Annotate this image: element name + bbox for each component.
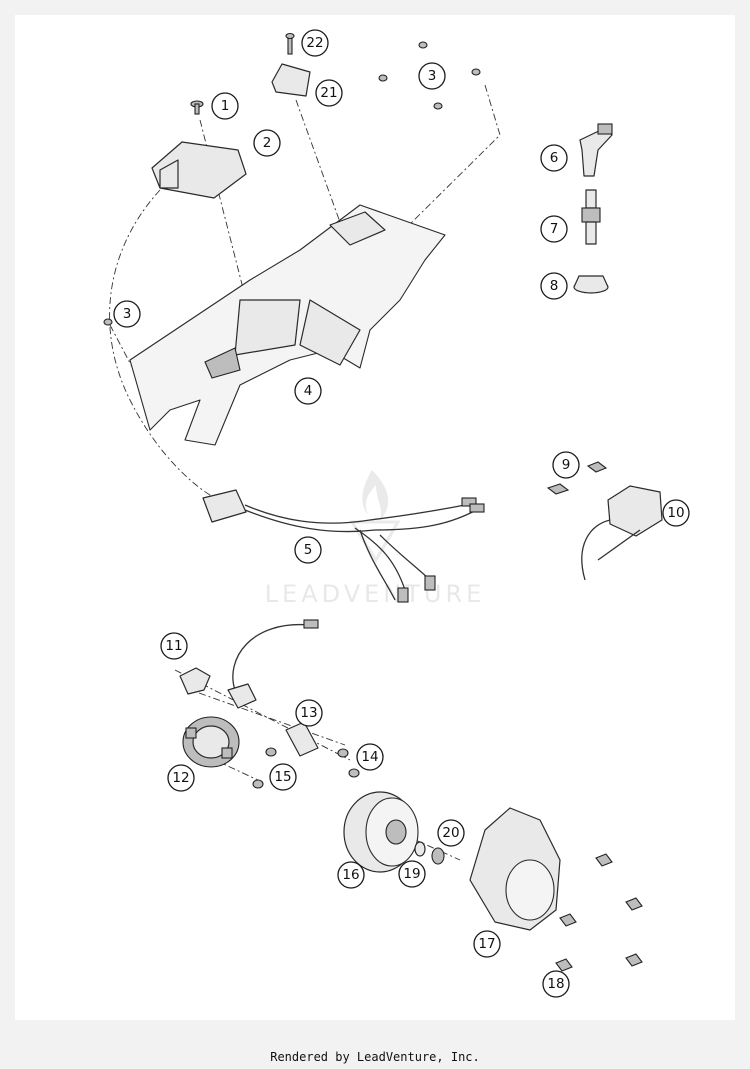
callout-label: 16 xyxy=(342,867,359,883)
callout-15: 15 xyxy=(269,763,297,791)
callout-22: 22 xyxy=(301,29,329,57)
part-9-bolts xyxy=(546,461,608,495)
callout-1: 1 xyxy=(211,92,239,120)
callout-20: 20 xyxy=(437,819,465,847)
callout-label: 20 xyxy=(442,825,459,841)
callout-label: 7 xyxy=(550,221,559,237)
callout-label: 21 xyxy=(320,85,337,101)
callout-16: 16 xyxy=(337,861,365,889)
part-11-stator-cable xyxy=(179,619,319,709)
callout-2: 2 xyxy=(253,129,281,157)
callout-3-top: 3 xyxy=(418,62,446,90)
part-4-rear-frame xyxy=(129,204,446,446)
callout-14: 14 xyxy=(356,743,384,771)
part-10-ignition-coil xyxy=(581,485,663,581)
part-5-wiring-harness xyxy=(202,489,485,603)
callout-17: 17 xyxy=(473,930,501,958)
part-21-bracket xyxy=(271,63,311,97)
callout-13: 13 xyxy=(295,699,323,727)
callout-label: 3 xyxy=(428,68,437,84)
callout-label: 19 xyxy=(403,866,420,882)
render-credit: Rendered by LeadVenture, Inc. xyxy=(270,1050,480,1064)
callout-label: 8 xyxy=(550,278,559,294)
leadventure-watermark-logo: LEADVENTURE xyxy=(265,470,486,608)
callout-3-left: 3 xyxy=(113,300,141,328)
part-1-bolt xyxy=(190,100,204,115)
callout-label: 18 xyxy=(547,976,564,992)
callout-label: 1 xyxy=(221,98,230,114)
callout-label: 17 xyxy=(478,936,495,952)
callout-label: 2 xyxy=(263,135,272,151)
callout-label: 11 xyxy=(165,638,182,654)
part-19-20-washer-nut xyxy=(414,841,445,865)
part-2-cover xyxy=(151,141,247,199)
part-7-spark-plug xyxy=(581,189,601,245)
callout-label: 9 xyxy=(562,457,571,473)
callout-4: 4 xyxy=(294,377,322,405)
part-13-clamp xyxy=(285,721,319,757)
callout-label: 13 xyxy=(300,705,317,721)
part-6-spark-plug-cap xyxy=(579,123,613,177)
part-14-15-bolts xyxy=(252,747,360,789)
callout-8: 8 xyxy=(540,272,568,300)
part-16-flywheel xyxy=(343,791,419,873)
part-17-ignition-cover xyxy=(469,807,561,931)
callout-label: 4 xyxy=(304,383,313,399)
callout-9: 9 xyxy=(552,451,580,479)
callout-label: 6 xyxy=(550,150,559,166)
watermark-text: LEADVENTURE xyxy=(265,580,486,608)
part-12-stator xyxy=(182,716,240,768)
callout-label: 14 xyxy=(361,749,378,765)
callout-18: 18 xyxy=(542,970,570,998)
callout-5: 5 xyxy=(294,536,322,564)
callout-7: 7 xyxy=(540,215,568,243)
callout-19: 19 xyxy=(398,860,426,888)
callout-label: 5 xyxy=(304,542,313,558)
part-3-bolts xyxy=(103,41,481,326)
callout-11: 11 xyxy=(160,632,188,660)
callout-label: 12 xyxy=(172,770,189,786)
part-18-bolts xyxy=(555,853,643,972)
part-22-screw xyxy=(285,32,295,55)
callout-label: 15 xyxy=(274,769,291,785)
callout-label: 3 xyxy=(123,306,132,322)
callout-6: 6 xyxy=(540,144,568,172)
callout-12: 12 xyxy=(167,764,195,792)
part-8-seal xyxy=(573,275,609,294)
callout-label: 10 xyxy=(667,505,684,521)
callout-10: 10 xyxy=(662,499,690,527)
callout-label: 22 xyxy=(306,35,323,51)
callout-21: 21 xyxy=(315,79,343,107)
